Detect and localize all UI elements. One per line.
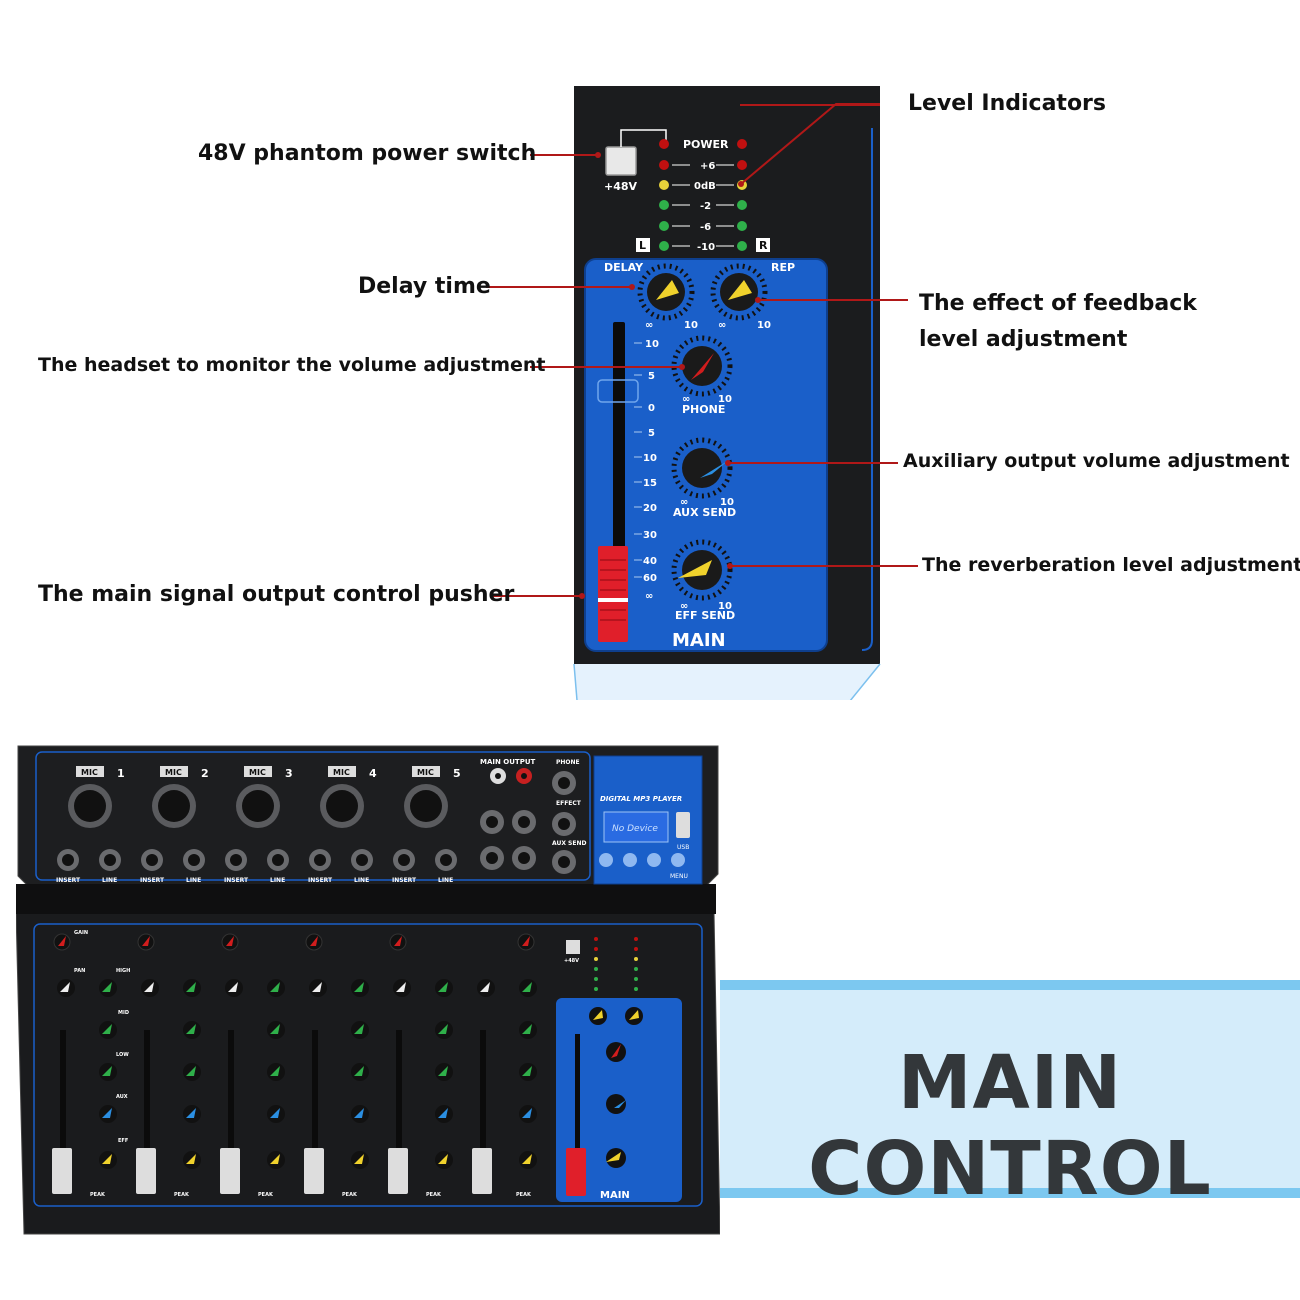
zoomed-panel-details: +48V POWER +6 0dB -2 -6 -10 L R DELAY ∞ … bbox=[573, 128, 881, 700]
leader-level bbox=[740, 104, 880, 106]
callout-delay-time: Delay time bbox=[358, 274, 491, 299]
fader-scale-60: 60 bbox=[643, 573, 657, 584]
led-m2-r bbox=[737, 200, 747, 210]
aux-send-knob[interactable] bbox=[671, 437, 733, 499]
led-m2-l bbox=[659, 200, 669, 210]
fader-scale-30: 30 bbox=[643, 530, 657, 541]
fader-scale-40: 40 bbox=[643, 556, 657, 567]
phone-max-label: 10 bbox=[718, 394, 732, 405]
rep-max-label: 10 bbox=[757, 320, 771, 331]
delay-min-label: ∞ bbox=[645, 320, 653, 331]
fader-scale-inf: ∞ bbox=[645, 591, 653, 602]
phone-knob[interactable] bbox=[671, 335, 733, 397]
phantom-power-label: +48V bbox=[604, 180, 638, 193]
main-label: MAIN bbox=[672, 630, 726, 651]
fader-scale-15: 15 bbox=[643, 478, 657, 489]
meter-label-0db: 0dB bbox=[694, 181, 716, 192]
aux-send-label: AUX SEND bbox=[673, 506, 736, 519]
power-label: POWER bbox=[683, 138, 729, 151]
rep-min-label: ∞ bbox=[718, 320, 726, 331]
mixer-photo bbox=[16, 745, 720, 1235]
callout-reverb-level: The reverberation level adjustment bbox=[922, 554, 1300, 576]
main-control-banner bbox=[720, 980, 1300, 1198]
fader-scale-0: 0 bbox=[648, 403, 655, 414]
led-m10-l bbox=[659, 241, 669, 251]
callout-aux-output: Auxiliary output volume adjustment bbox=[903, 450, 1290, 472]
eff-max-label: 10 bbox=[718, 601, 732, 612]
rep-knob[interactable] bbox=[710, 263, 768, 321]
right-channel-label: R bbox=[759, 239, 768, 252]
eff-min-label: ∞ bbox=[680, 601, 688, 612]
meter-label-m10: -10 bbox=[697, 242, 715, 253]
led-power-r bbox=[737, 139, 747, 149]
left-channel-label: L bbox=[639, 239, 646, 252]
callout-phantom-power: 48V phantom power switch bbox=[198, 141, 537, 166]
eff-send-knob[interactable] bbox=[671, 539, 733, 601]
aux-min-label: ∞ bbox=[680, 497, 688, 508]
delay-max-label: 10 bbox=[684, 320, 698, 331]
rep-label: REP bbox=[771, 261, 795, 274]
callout-main-pusher: The main signal output control pusher bbox=[38, 582, 515, 607]
eff-send-label: EFF SEND bbox=[675, 609, 735, 622]
fader-scale-20: 20 bbox=[643, 503, 657, 514]
callout-level-indicators: Level Indicators bbox=[908, 91, 1106, 116]
meter-label-m6: -6 bbox=[700, 222, 711, 233]
delay-knob[interactable] bbox=[637, 263, 695, 321]
banner-bottom-stripe bbox=[720, 1188, 1300, 1198]
phone-label: PHONE bbox=[682, 403, 725, 416]
led-m6-r bbox=[737, 221, 747, 231]
callout-feedback: The effect of feedback level adjustment bbox=[919, 291, 1197, 352]
led-plus6-l bbox=[659, 160, 669, 170]
banner-title: MAIN CONTROL bbox=[808, 1040, 1212, 1212]
led-plus6-r bbox=[737, 160, 747, 170]
leader-lines bbox=[486, 103, 918, 599]
delay-label: DELAY bbox=[604, 261, 644, 274]
led-m6-l bbox=[659, 221, 669, 231]
meter-label-m2: -2 bbox=[700, 201, 711, 212]
fader-scale-10: 10 bbox=[645, 339, 659, 350]
meter-label-plus6: +6 bbox=[700, 161, 715, 172]
callout-headset-volume: The headset to monitor the volume adjust… bbox=[38, 354, 546, 376]
led-power-l bbox=[659, 139, 669, 149]
zoom-cone bbox=[574, 664, 880, 700]
led-m10-r bbox=[737, 241, 747, 251]
fader-scale-5b: 5 bbox=[648, 428, 655, 439]
aux-max-label: 10 bbox=[720, 497, 734, 508]
banner-top-stripe bbox=[720, 980, 1300, 990]
fader-scale-10b: 10 bbox=[643, 453, 657, 464]
led-0db-l bbox=[659, 180, 669, 190]
phone-min-label: ∞ bbox=[682, 394, 690, 405]
fader-scale-5a: 5 bbox=[648, 371, 655, 382]
